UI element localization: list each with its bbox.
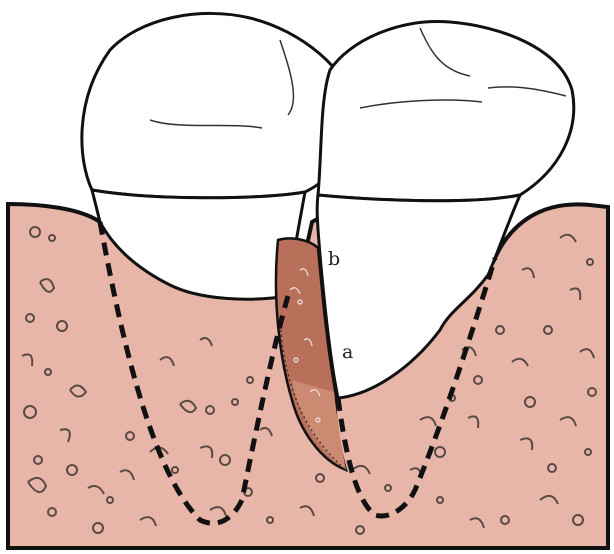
left-tooth-crown bbox=[82, 13, 356, 197]
label-b: b bbox=[328, 248, 340, 270]
right-tooth-crown bbox=[318, 22, 574, 201]
label-a: a bbox=[342, 341, 353, 363]
